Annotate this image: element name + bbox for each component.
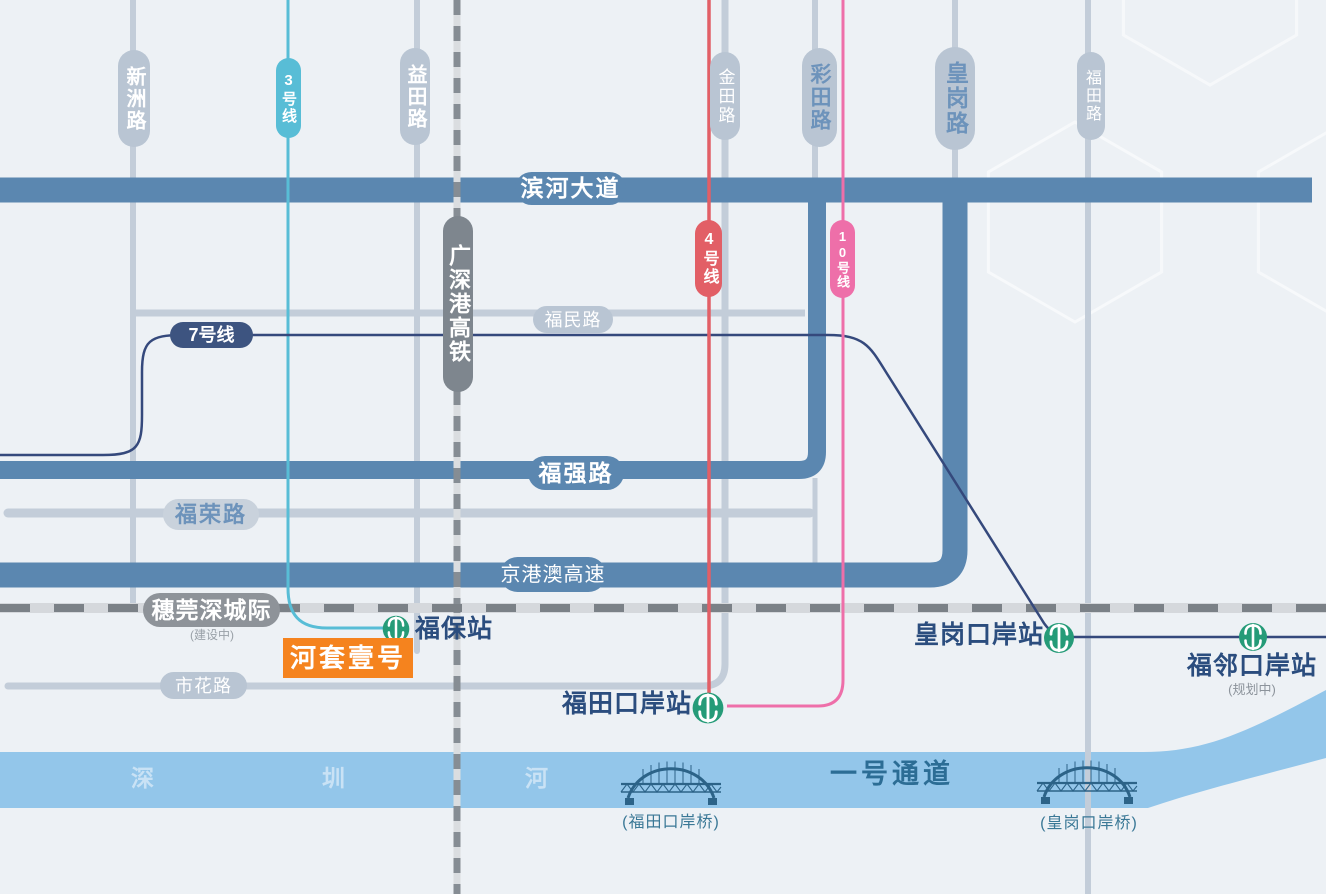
futian-checkpoint-station-label: 福田口岸站 — [562, 690, 693, 718]
metro-line10-badge: 10号线 — [830, 220, 855, 298]
intercity-status-note: (建设中) — [190, 628, 234, 642]
river-name-char-1: 深 — [131, 765, 154, 791]
furong-road-pill: 福荣路 — [163, 499, 259, 530]
river-name-char-2: 圳 — [322, 765, 345, 791]
channel-one-label: 一号通道 — [830, 759, 954, 789]
metro-line7-badge: 7号线 — [170, 322, 253, 348]
shenzhen-river — [0, 690, 1326, 808]
huanggang-checkpoint-bridge-label: (皇岗口岸桥) — [1040, 815, 1138, 832]
jinggangao-huanggang-road-line — [0, 195, 968, 588]
fumin-road-pill: 福民路 — [533, 306, 613, 333]
futian-checkpoint-station-icon — [691, 691, 725, 725]
jintian-shihua-road-line — [4, 0, 729, 690]
jinggangao-road-pill: 京港澳高速 — [500, 557, 606, 592]
fulin-checkpoint-station-label: 福邻口岸站 — [1187, 652, 1318, 680]
project-marker: 河套壹号 — [283, 638, 413, 678]
fuqiang-road-pill: 福强路 — [528, 456, 624, 490]
hexagon-pattern — [986, 0, 1326, 324]
futian-road-pill: 福田路 — [1077, 52, 1105, 140]
metro-line3-badge: 3号线 — [276, 58, 301, 138]
metro-line10-path — [727, 0, 845, 708]
intercity-badge: 穗莞深城际 — [143, 593, 280, 627]
binhe-road-pill: 滨河大道 — [515, 172, 626, 205]
yitian-road-pill: 益田路 — [400, 48, 430, 145]
fuqiang-caitian-road-line — [0, 195, 826, 479]
fubao-station-label: 福保站 — [415, 615, 494, 643]
metro-line3-path — [286, 0, 385, 630]
huanggang-checkpoint-station-label: 皇岗口岸站 — [914, 621, 1045, 649]
hsr-badge: 广深港高铁 — [443, 216, 473, 392]
jintian-road-pill: 金田路 — [710, 52, 740, 140]
xinzhou-road-pill: 新洲路 — [118, 50, 150, 147]
futian-checkpoint-bridge-label: (福田口岸桥) — [622, 814, 720, 831]
river-name-char-3: 河 — [525, 765, 548, 791]
shihua-road-pill: 市花路 — [160, 672, 247, 699]
huanggang-checkpoint-station-icon — [1042, 621, 1076, 655]
huanggang-road-pill: 皇岗路 — [935, 47, 975, 150]
metro-line4-badge: 4号线 — [695, 220, 722, 297]
metro-line7-path — [0, 333, 1326, 639]
fulin-checkpoint-station-icon — [1237, 621, 1269, 653]
caitian-road-pill: 彩田路 — [802, 48, 837, 147]
fulin-checkpoint-status-note: (规划中) — [1228, 682, 1276, 697]
